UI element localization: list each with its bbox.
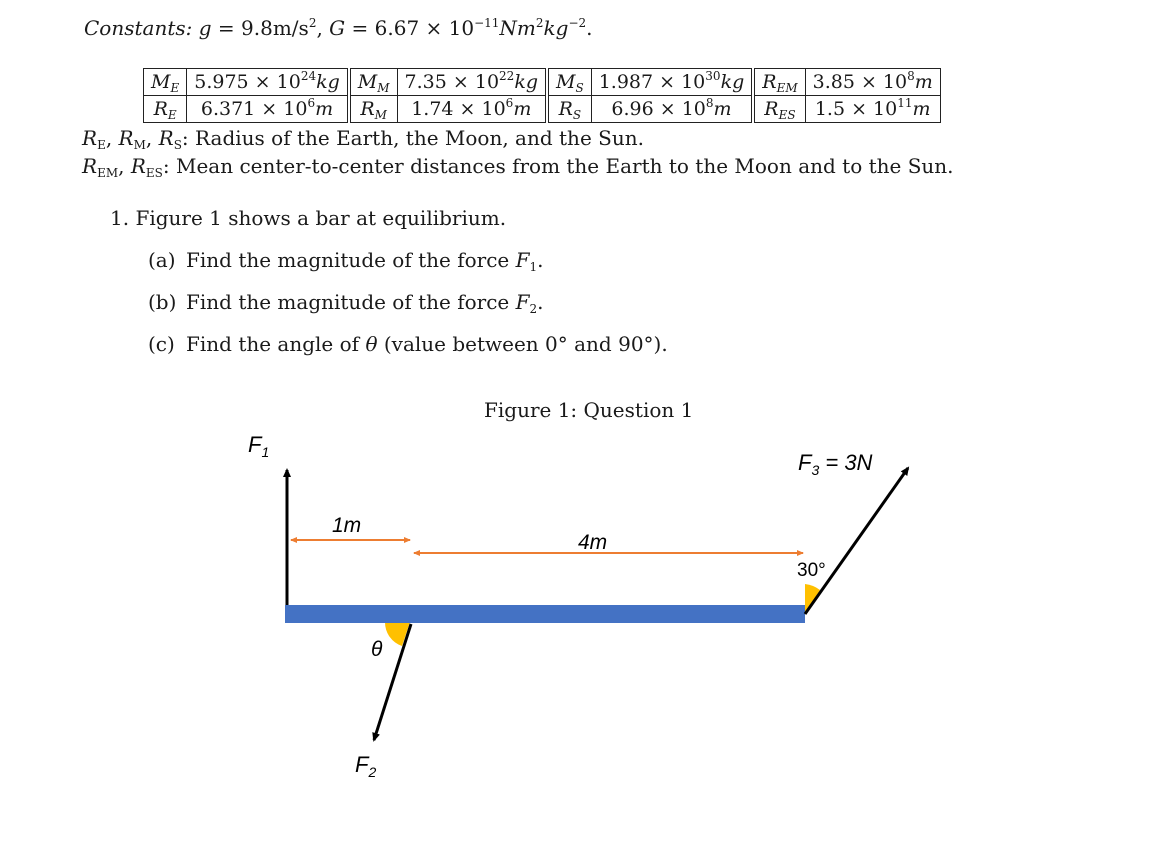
constants-label: Constants: (84, 16, 193, 40)
question-part-a: (a)Find the magnitude of the force F1. (148, 248, 544, 274)
question-part-c: (c)Find the angle of θ (value between 0°… (148, 332, 668, 356)
table-cell: 6.371 × 106m (186, 95, 350, 123)
G-value: 6.67 × 10 (374, 16, 475, 40)
table-row: RE 6.371 × 106m RM 1.74 × 106m RS 6.96 ×… (142, 95, 941, 123)
f1-label: F1 (248, 432, 269, 460)
table-cell: RS (544, 95, 592, 123)
figure-caption: Figure 1: Question 1 (484, 398, 694, 422)
theta-angle-wedge (384, 622, 410, 646)
table-cell: ME (142, 68, 188, 96)
dist-1m-label: 1m (332, 514, 361, 537)
question-intro: 1. Figure 1 shows a bar at equilibrium. (110, 206, 506, 230)
question-part-b: (b)Find the magnitude of the force F2. (148, 290, 544, 316)
table-cell: 1.987 × 1030kg (590, 68, 754, 96)
theta-label: θ (371, 638, 383, 661)
angle-30-label: 30° (797, 560, 826, 581)
table-cell: 1.74 × 106m (396, 95, 548, 123)
table-cell: 6.96 × 108m (590, 95, 754, 123)
dist-4m-label: 4m (578, 531, 607, 554)
table-cell: RES (751, 95, 806, 123)
f3-arrow (803, 466, 910, 615)
bar (285, 605, 805, 623)
constants-table: ME 5.975 × 1024kg MM 7.35 × 1022kg MS 1.… (142, 68, 941, 123)
f2-arrow (372, 623, 413, 742)
constants-line: Constants: g = 9.8m/s2, G = 6.67 × 10−11… (84, 16, 593, 40)
f3-label: F3 = 3N (798, 450, 873, 478)
g-value: 9.8m/s (241, 16, 309, 40)
table-cell: 1.5 × 1011m (804, 95, 941, 123)
table-cell: MM (346, 68, 398, 96)
table-cell: REM (751, 68, 806, 96)
table-cell: RE (142, 95, 188, 123)
question-number: 1. (110, 206, 130, 230)
distance-note: REM, RES: Mean center-to-center distance… (82, 154, 954, 180)
question-text: Figure 1 shows a bar at equilibrium. (135, 206, 507, 230)
radius-note: RE, RM, RS: Radius of the Earth, the Moo… (82, 126, 644, 152)
table-cell: RM (346, 95, 398, 123)
f2-label: F2 (355, 752, 376, 780)
